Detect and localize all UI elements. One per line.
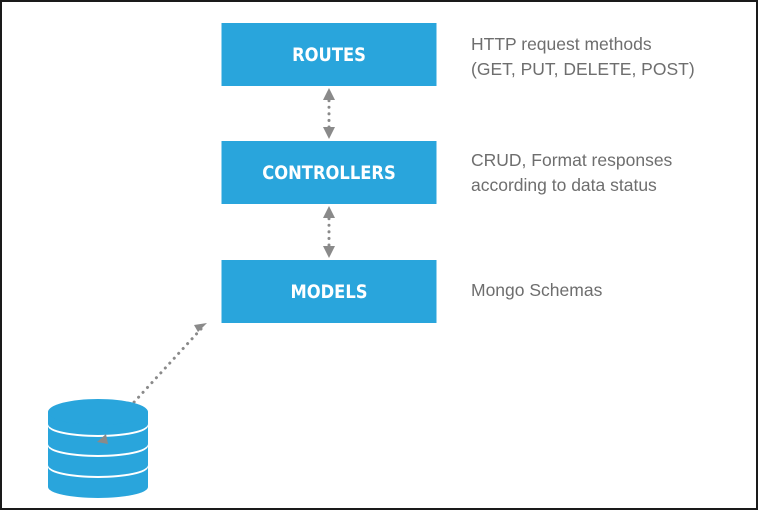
routes-label: ROUTES — [292, 43, 366, 66]
models-database-dotted-line — [102, 327, 203, 437]
controllers-label: CONTROLLERS — [262, 161, 396, 184]
models-label: MODELS — [290, 280, 368, 303]
models-note: Mongo Schemas — [471, 278, 602, 303]
controllers-note-line-1: CRUD, Format responses — [471, 150, 673, 170]
controllers-box: CONTROLLERS — [221, 141, 437, 204]
database-icon — [48, 399, 148, 498]
controllers-note-line-2: according to data status — [471, 175, 657, 195]
models-arrowhead — [194, 323, 207, 332]
models-note-line-1: Mongo Schemas — [471, 280, 603, 300]
controllers-note: CRUD, Format responses according to data… — [471, 148, 672, 198]
routes-note: HTTP request methods (GET, PUT, DELETE, … — [471, 32, 695, 82]
database-arrowhead — [97, 434, 108, 444]
models-database-connector — [102, 327, 203, 437]
routes-note-line-1: HTTP request methods — [471, 34, 652, 54]
routes-box: ROUTES — [221, 23, 437, 86]
routes-note-line-2: (GET, PUT, DELETE, POST) — [471, 59, 695, 79]
models-box: MODELS — [221, 260, 437, 323]
